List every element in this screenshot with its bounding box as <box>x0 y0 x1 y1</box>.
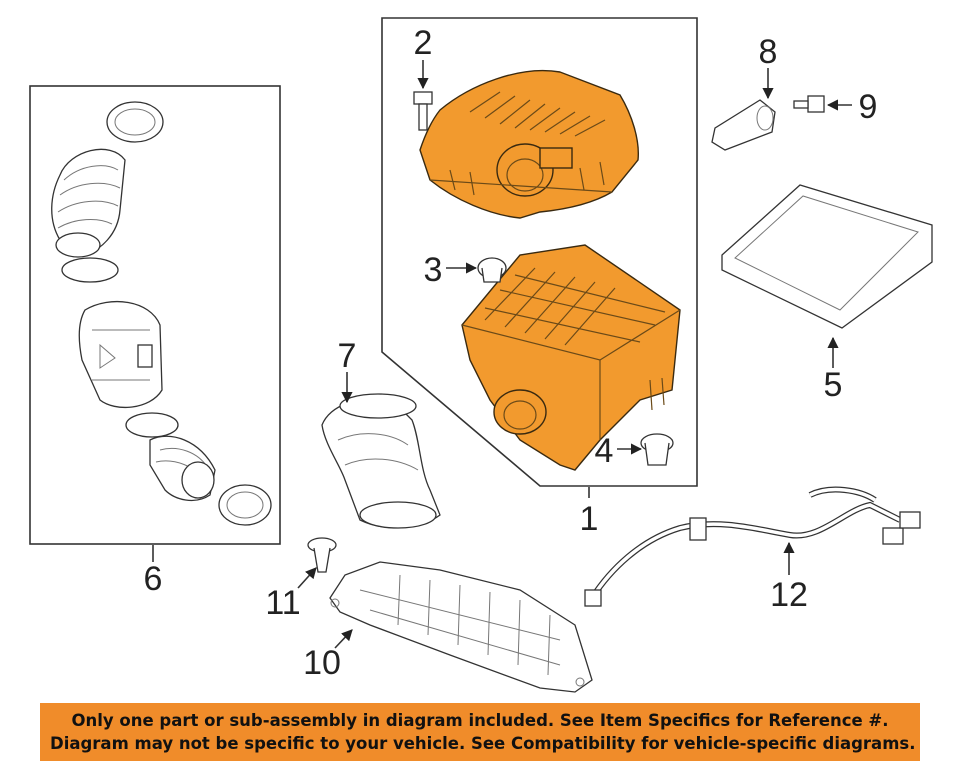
callout-5: 5 <box>824 366 843 404</box>
upper-hose <box>51 148 126 258</box>
vent-tube-item-12 <box>584 486 921 607</box>
item-6-group <box>29 85 281 545</box>
grommet-item-3 <box>477 257 507 283</box>
throttle-section <box>78 300 163 409</box>
clamp-mid <box>61 257 119 283</box>
callout-8: 8 <box>759 33 778 71</box>
air-cleaner-housing <box>461 244 681 471</box>
disclaimer-line-2: Diagram may not be specific to your vehi… <box>50 734 916 753</box>
callout-2: 2 <box>414 24 433 62</box>
filter-item-5 <box>721 184 933 329</box>
clamp-top <box>106 101 164 143</box>
disclaimer-banner: Only one part or sub-assembly in diagram… <box>40 703 920 761</box>
screw-item-9 <box>793 95 825 113</box>
callout-3: 3 <box>424 251 443 289</box>
push-pin-item-11 <box>307 537 337 573</box>
leader-10 <box>334 629 353 649</box>
callout-4: 4 <box>595 432 614 470</box>
item-6-frame <box>29 85 281 545</box>
duct-item-7 <box>321 393 441 529</box>
callout-10: 10 <box>303 644 341 682</box>
clamp-lower <box>125 412 179 438</box>
item-1-frame <box>381 17 698 487</box>
leader-11 <box>297 567 317 589</box>
item-1-group <box>381 17 698 487</box>
callout-12: 12 <box>770 576 808 614</box>
bolt-item-2 <box>413 91 433 131</box>
sensor-item-8 <box>711 99 776 151</box>
callout-9: 9 <box>859 88 878 126</box>
callout-11: 11 <box>265 584 300 622</box>
disclaimer-line-1: Only one part or sub-assembly in diagram… <box>71 711 889 730</box>
parts-diagram: 2 3 4 1 5 6 7 8 9 10 11 12 <box>29 17 933 693</box>
lower-hose <box>149 435 216 502</box>
callout-1: 1 <box>580 500 599 538</box>
callout-7: 7 <box>338 337 357 375</box>
grommet-item-4 <box>640 433 674 466</box>
callout-6: 6 <box>144 560 163 598</box>
clamp-bottom <box>218 484 272 526</box>
air-cleaner-cover <box>419 69 640 219</box>
resonator-item-10 <box>329 561 593 693</box>
